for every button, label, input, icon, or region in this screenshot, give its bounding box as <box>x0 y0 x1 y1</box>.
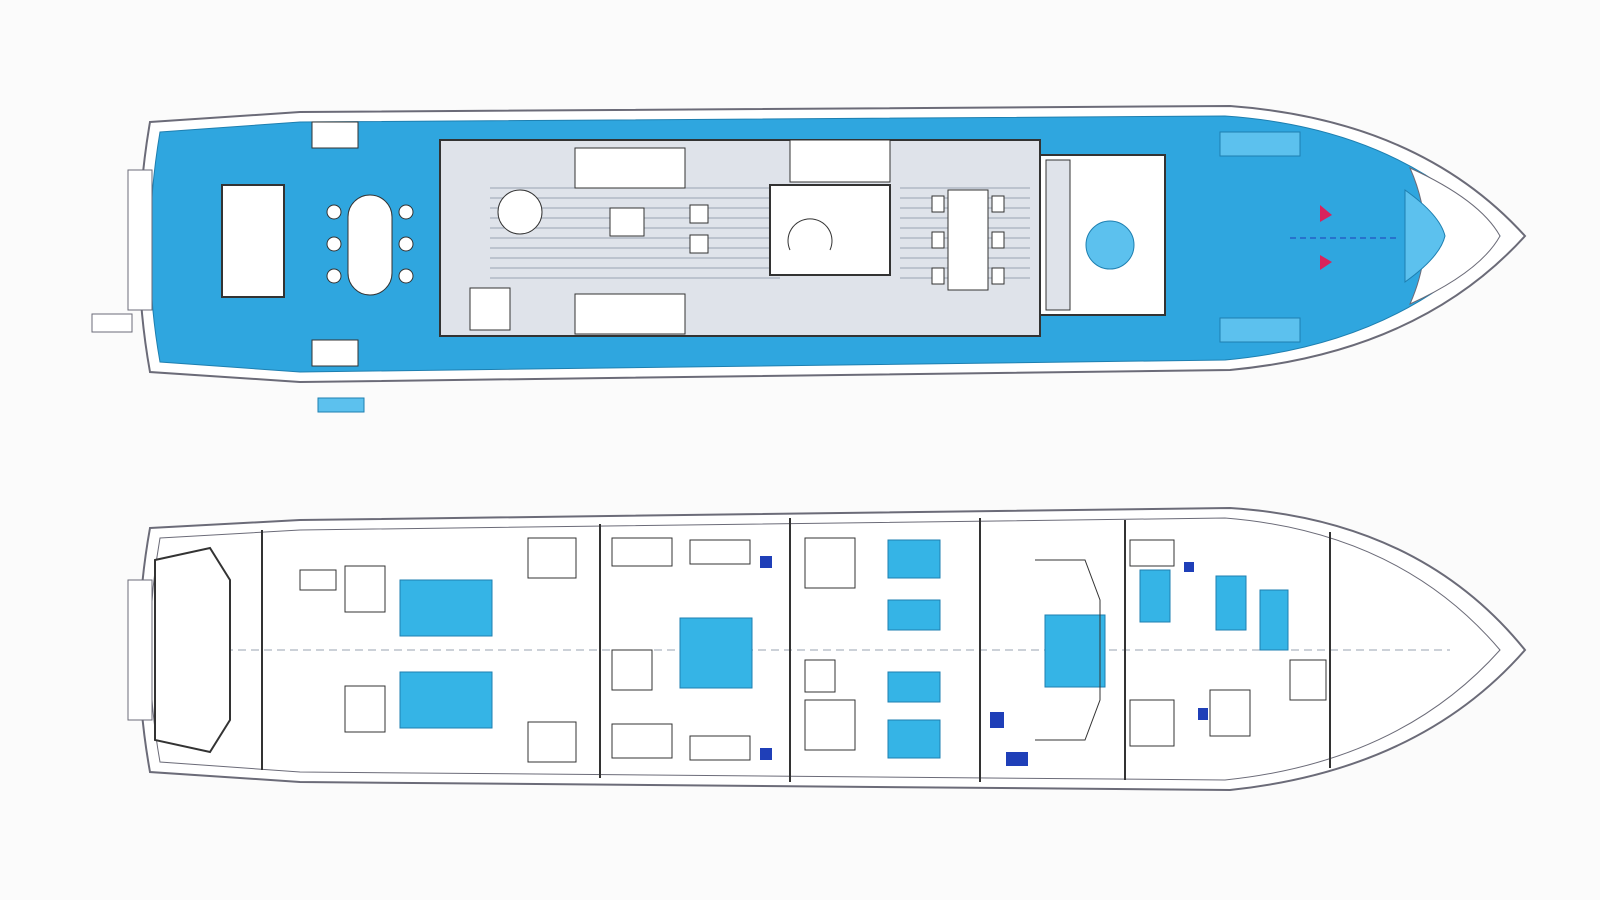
vip-accents <box>990 712 1028 766</box>
aft-dining-table <box>347 194 393 296</box>
saloon-coffee-table <box>609 207 645 237</box>
galley-counter <box>1045 159 1071 311</box>
saloon-sofa-port <box>574 147 686 189</box>
foredeck-sunpads <box>1219 131 1301 343</box>
gensets <box>299 565 386 733</box>
lower-stern-garage <box>154 546 231 754</box>
aft-sunbed <box>221 184 285 298</box>
upper-stern-transom <box>127 169 153 311</box>
saloon-round-table <box>497 189 543 235</box>
aft-master-furniture <box>611 537 751 761</box>
aft-cabin-accents <box>760 556 772 760</box>
upper-stern-swim-step <box>91 313 133 333</box>
day-head <box>789 139 891 183</box>
vip-cabin-walls <box>1035 559 1101 741</box>
upper-deck-plan <box>91 104 1527 413</box>
lower-deck-plan <box>127 506 1527 792</box>
crew-bunks <box>1139 569 1289 651</box>
saloon-aft-stairs <box>469 287 511 331</box>
guest-berths <box>887 539 941 759</box>
crew-accents <box>1184 562 1208 720</box>
saloon-sofa-stbd <box>574 293 686 335</box>
guest-heads <box>804 537 856 751</box>
galley-table <box>1085 220 1135 270</box>
lower-stern-platform <box>127 579 153 721</box>
engine-room-tanks <box>527 537 577 763</box>
saloon-floor-planks <box>490 187 1030 279</box>
aft-master-berth <box>679 617 753 689</box>
engines <box>399 579 493 729</box>
spiral-stair <box>787 218 833 251</box>
crew-facilities <box>1129 539 1327 747</box>
forward-dining-chairs <box>931 195 1005 285</box>
forward-dining-table <box>947 189 989 291</box>
saloon-armchairs <box>689 204 709 254</box>
central-galley-block <box>769 184 891 276</box>
stbd-aft-stair <box>311 339 359 367</box>
port-aft-stair <box>311 121 359 149</box>
bow-hatch <box>1404 189 1446 283</box>
vip-berth <box>1044 614 1106 688</box>
anchor-windlass <box>1320 205 1332 270</box>
boarding-ladder <box>317 397 365 413</box>
aft-dining-chairs <box>326 204 414 284</box>
